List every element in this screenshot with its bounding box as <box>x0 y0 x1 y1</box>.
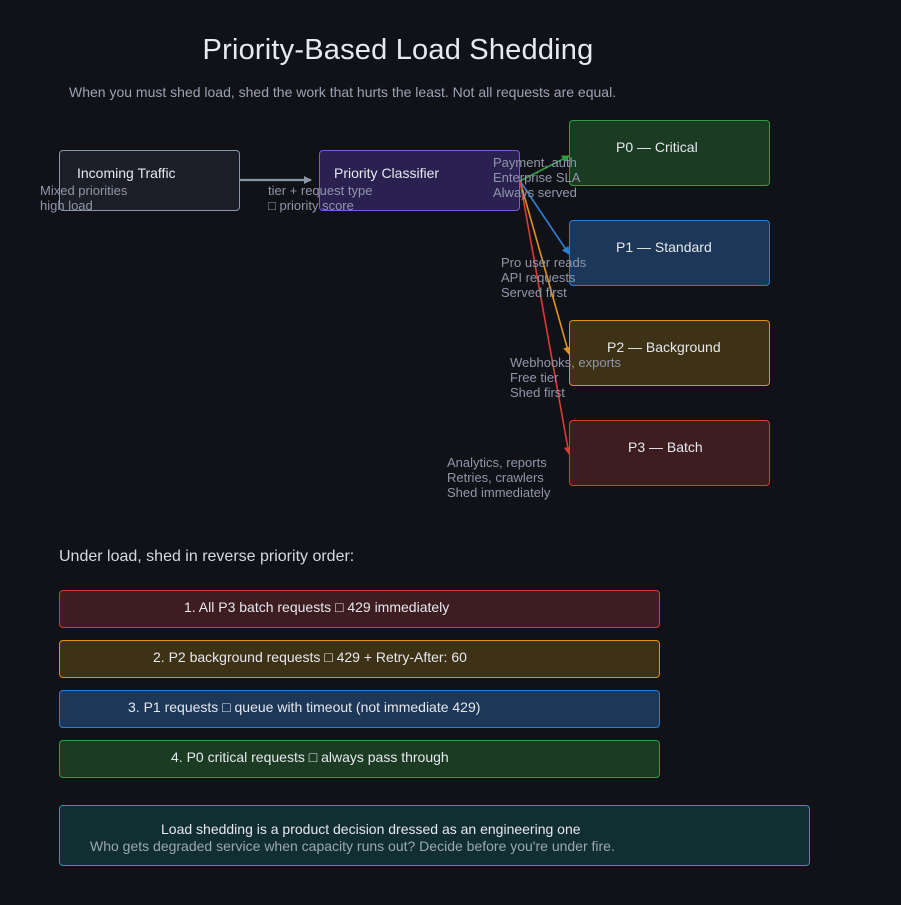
priority-notes-p3: Analytics, reports Retries, crawlers She… <box>447 455 551 500</box>
arrow-to-p3 <box>519 180 572 455</box>
priority-label-p1: P1 — Standard <box>616 239 712 255</box>
priority-notes-p0: Payment, auth Enterprise SLA Always serv… <box>493 155 581 200</box>
shed-step-3: 3. P1 requests □ queue with timeout (not… <box>59 690 660 728</box>
incoming-traffic-label: Incoming Traffic <box>77 165 176 181</box>
arrow-to-p1 <box>519 180 570 255</box>
callout-subtext: Who gets degraded service when capacity … <box>90 838 615 854</box>
arrow-to-p0 <box>519 155 570 182</box>
diagram-subtitle: When you must shed load, shed the work t… <box>69 84 617 100</box>
priority-node-p2: P2 — Background <box>569 320 770 386</box>
incoming-traffic-node: Incoming Traffic <box>59 150 240 211</box>
shed-step-4: 4. P0 critical requests □ always pass th… <box>59 740 660 778</box>
arrow-to-p2 <box>519 180 571 355</box>
priority-node-p0: P0 — Critical <box>569 120 770 186</box>
shed-step-2-text: 2. P2 background requests □ 429 + Retry-… <box>153 649 467 665</box>
shed-order-heading: Under load, shed in reverse priority ord… <box>59 548 355 565</box>
priority-label-p0: P0 — Critical <box>616 139 698 155</box>
shed-step-1-text: 1. All P3 batch requests □ 429 immediate… <box>184 599 450 615</box>
priority-label-p2: P2 — Background <box>607 339 721 355</box>
priority-node-p3: P3 — Batch <box>569 420 770 486</box>
priority-notes-p2: Webhooks, exports Free tier Shed first <box>510 355 622 400</box>
callout-box: Load shedding is a product decision dres… <box>59 805 810 866</box>
shed-step-4-text: 4. P0 critical requests □ always pass th… <box>171 749 449 765</box>
shed-step-1: 1. All P3 batch requests □ 429 immediate… <box>59 590 660 628</box>
shed-step-3-text: 3. P1 requests □ queue with timeout (not… <box>128 699 481 715</box>
shed-step-2: 2. P2 background requests □ 429 + Retry-… <box>59 640 660 678</box>
classifier-edge-label: tier + request type □ priority score <box>268 183 373 213</box>
priority-label-p3: P3 — Batch <box>628 439 703 455</box>
priority-classifier-label: Priority Classifier <box>334 165 440 181</box>
priority-notes-p1: Pro user reads API requests Served first <box>501 255 587 300</box>
incoming-traffic-notes: Mixed priorities high load <box>40 183 128 213</box>
priority-node-p1: P1 — Standard <box>569 220 770 286</box>
diagram-title: Priority-Based Load Shedding <box>202 34 594 66</box>
callout-heading: Load shedding is a product decision dres… <box>161 821 581 837</box>
priority-classifier-node: Priority Classifier <box>319 150 520 211</box>
